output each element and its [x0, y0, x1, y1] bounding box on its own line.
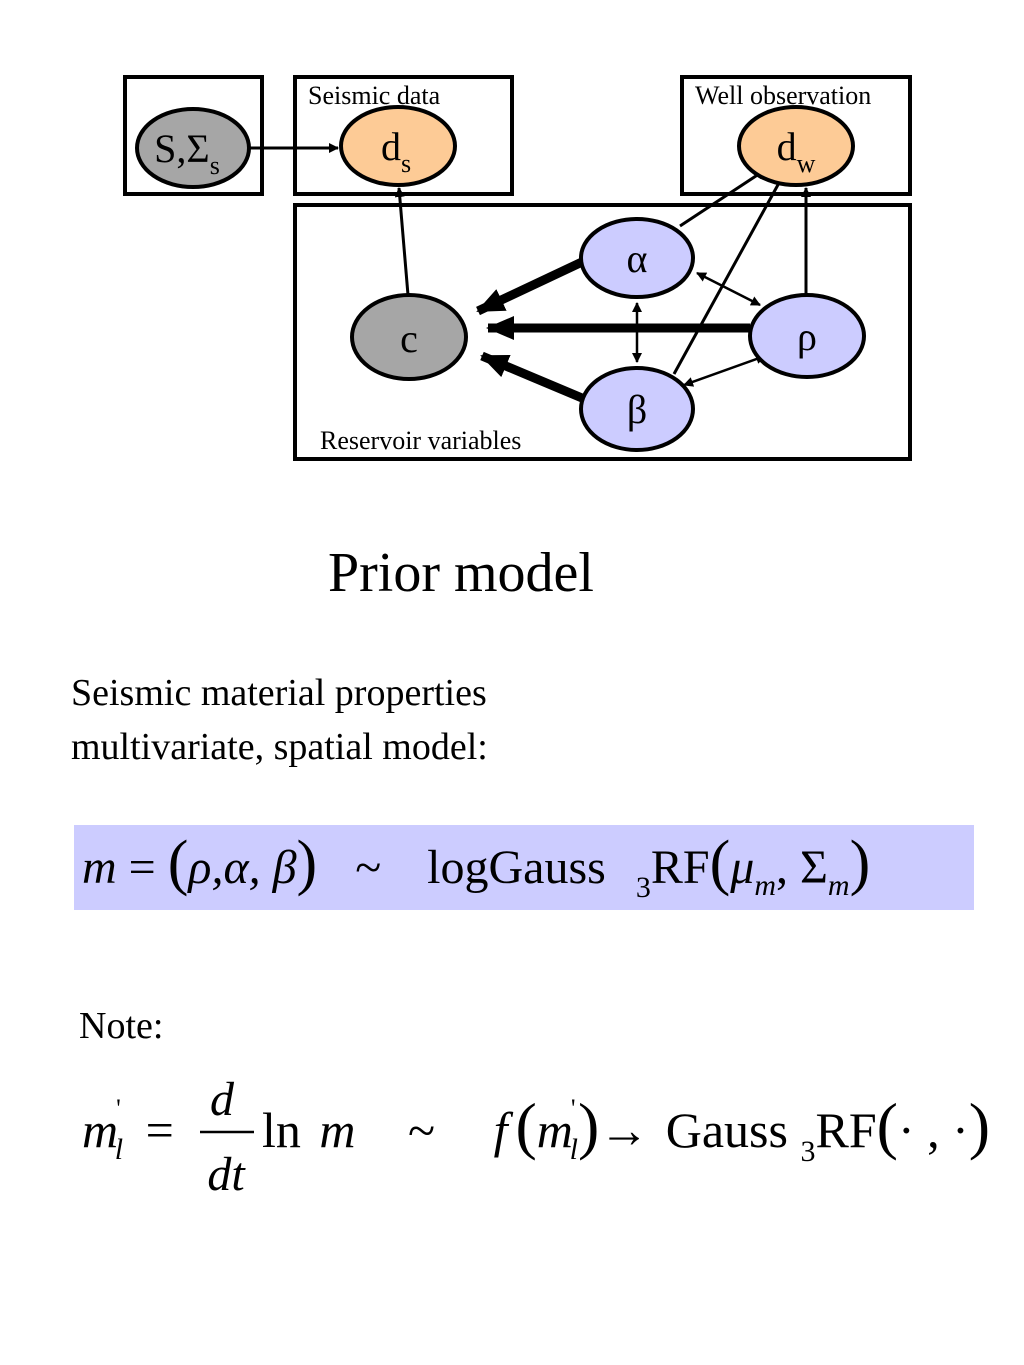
svg-text:S,Σs: S,Σs [154, 126, 220, 180]
eq2-rparen: ) [578, 1090, 599, 1161]
eq2-dim: 3 [800, 1135, 815, 1168]
eq1-mu-sub: m [754, 869, 776, 902]
eq2-args: · , · [898, 1102, 969, 1158]
eq2-prime2: ' [571, 1094, 576, 1123]
eq2-rf: RF [815, 1102, 876, 1158]
description-line-2: multivariate, spatial model: [71, 726, 488, 768]
note-label: Note: [79, 1005, 164, 1047]
eq2-fraction-numerator: d [210, 1073, 235, 1126]
eq2-gauss: Gauss [666, 1102, 788, 1158]
node-beta: β [579, 366, 695, 452]
eq1-lparen: ( [168, 829, 189, 897]
svg-text:ds: ds [381, 124, 411, 178]
equation-highlight [74, 825, 974, 910]
svg-text:c: c [400, 316, 418, 361]
node-c: c [350, 293, 468, 381]
eq2-rparen2: ) [969, 1090, 990, 1161]
description-line-1: Seismic material properties [71, 672, 487, 714]
node-seismic-observation: ds [339, 105, 457, 187]
eq2-arrow: → [599, 1102, 649, 1158]
eq1-sigma: Σ [800, 841, 828, 894]
svg-text:ln m ~ f(m'l: ln m ~ f(m'l)→ Gauss 3RF(· , ·) [262, 1090, 990, 1168]
edge-alpha-to-dw [679, 168, 766, 228]
well-observation-box [680, 75, 912, 196]
eq2-ln: ln [262, 1102, 301, 1158]
eq1-m: m [82, 841, 117, 894]
eq2-sub-l: l [115, 1133, 123, 1166]
svg-text:β: β [627, 387, 647, 432]
prior-box [123, 75, 264, 196]
node-well-observation: dw [737, 105, 855, 187]
well-observation-label: Well observation [695, 81, 871, 110]
svg-text:ρ: ρ [797, 314, 817, 359]
edge-beta-rho [683, 354, 766, 387]
eq1-mu: μ [729, 841, 754, 894]
eq1-lparen2: ( [710, 829, 731, 897]
page-title: Prior model [328, 542, 594, 604]
prior-equation: m = (ρ,α, β) ~ logGauss 3RF(μm, Σm) [74, 825, 974, 910]
eq2-sub-l2: l [570, 1133, 578, 1166]
eq1-dist: logGauss [427, 841, 606, 894]
note-equation: m'l = d dt ln m ~ f(m'l)→ Gauss 3RF(· , … [82, 1073, 990, 1201]
svg-text:dw: dw [777, 124, 816, 178]
seismic-data-label: Seismic data [308, 81, 441, 110]
node-rho: ρ [748, 293, 866, 379]
eq2-m3: m [537, 1102, 573, 1158]
eq1-tuple: ρ,α, β [186, 841, 296, 894]
edge-beta-to-c [480, 351, 584, 403]
svg-text:α: α [627, 236, 648, 281]
eq1-rf: RF [651, 841, 710, 894]
node-alpha: α [579, 217, 695, 299]
eq2-fraction-denominator: dt [207, 1148, 246, 1201]
reservoir-variables-box [293, 203, 912, 461]
eq2-equals: = [146, 1102, 174, 1158]
eq2-f: f [494, 1102, 514, 1158]
eq2-tilde: ~ [408, 1102, 435, 1158]
eq2-lparen2: ( [877, 1090, 898, 1161]
reservoir-variables-label: Reservoir variables [320, 426, 521, 455]
svg-text:m = (ρ,α, β) ~: m = (ρ,α, β) ~ logGauss 3RF(μm, Σm) [82, 829, 870, 904]
eq2-m2: m [319, 1102, 355, 1158]
eq2-prime: ' [116, 1094, 121, 1123]
edge-alpha-to-c [476, 257, 584, 316]
section-description: Seismic material properties multivariate… [71, 666, 488, 774]
eq1-equals: = [129, 841, 156, 894]
eq2-lparen: ( [515, 1090, 536, 1161]
eq1-sigma-sub: m [828, 869, 850, 902]
svg-text:m'l =: m' l = [82, 1094, 174, 1170]
node-prior-seismic: S,Σs [135, 107, 251, 189]
edge-alpha-rho [696, 271, 761, 307]
eq2-m: m [82, 1102, 118, 1158]
edge-c-to-ds [394, 187, 410, 296]
eq1-rparen: ) [297, 829, 318, 897]
eq1-dim: 3 [636, 871, 651, 904]
eq1-rparen2: ) [850, 829, 871, 897]
graphical-model-diagram: Seismic data Well observation Reservoir … [123, 75, 912, 461]
eq1-tilde: ~ [355, 841, 381, 894]
